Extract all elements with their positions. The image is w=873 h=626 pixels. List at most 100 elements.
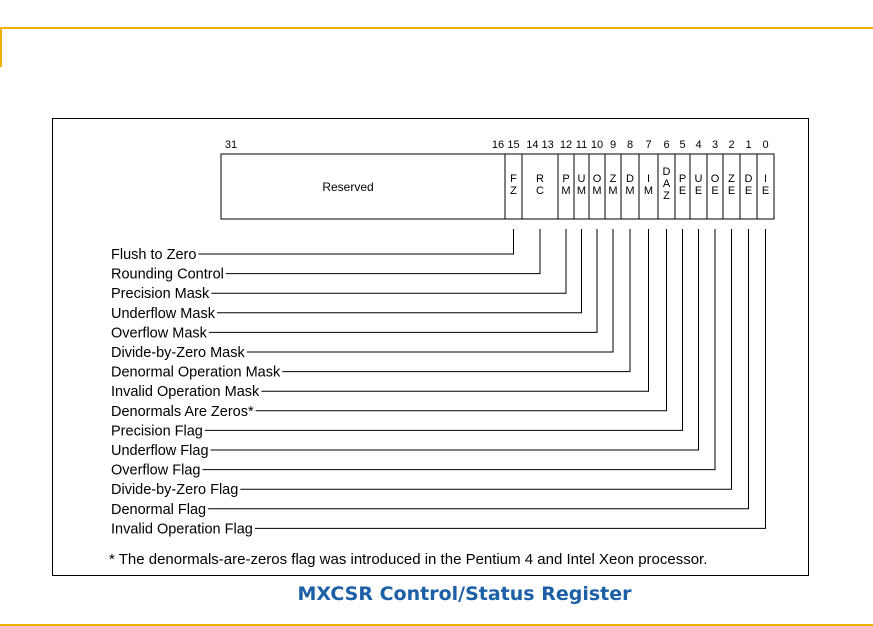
field-abbreviation: E xyxy=(695,185,702,197)
field-abbreviation: D xyxy=(745,173,753,185)
field-abbreviation: A xyxy=(663,178,671,190)
field-label-row: Flush to Zero xyxy=(111,229,514,263)
register-field: 5PE xyxy=(674,139,691,220)
leader-line xyxy=(216,229,582,314)
field-label-row: Invalid Operation Flag xyxy=(111,229,766,537)
bit-number: 1 xyxy=(745,139,751,151)
figure-caption: MXCSR Control/Status Register xyxy=(297,583,632,605)
register-field: 0IE xyxy=(756,139,775,220)
field-abbreviation: U xyxy=(695,173,703,185)
leader-line xyxy=(225,229,541,275)
field-abbreviation: M xyxy=(577,185,586,197)
field-abbreviation: E xyxy=(762,185,769,197)
leader-line xyxy=(208,229,749,510)
field-abbreviation: I xyxy=(647,173,650,185)
field-label-row: Underflow Mask xyxy=(111,229,582,322)
field-abbreviation: M xyxy=(592,185,601,197)
field-label-row: Underflow Flag xyxy=(111,229,699,459)
register-field: 1DE xyxy=(739,139,758,220)
register-field: 2ZE xyxy=(722,139,741,220)
slide-top-rule xyxy=(0,27,873,29)
field-abbreviation: M xyxy=(561,185,570,197)
field-abbreviation: R xyxy=(536,173,544,185)
field-label: Denormals Are Zeros* xyxy=(111,404,254,420)
leader-line xyxy=(210,229,699,451)
reserved-high-bit-number: 31 xyxy=(225,139,237,151)
field-abbreviation: Z xyxy=(728,173,735,185)
field-label: Flush to Zero xyxy=(111,247,196,263)
field-label-row: Overflow Flag xyxy=(111,229,716,479)
field-label-row: Divide-by-Zero Flag xyxy=(111,229,732,498)
leader-line xyxy=(282,229,631,373)
field-abbreviation: U xyxy=(578,173,586,185)
field-abbreviation: E xyxy=(745,185,752,197)
bit-number: 4 xyxy=(695,139,701,151)
field-abbreviation: P xyxy=(562,173,569,185)
bit-number: 9 xyxy=(610,139,616,151)
field-label-row: Precision Mask xyxy=(111,229,567,302)
reserved-low-bit-number: 16 xyxy=(492,139,504,151)
field-abbreviation: O xyxy=(711,173,720,185)
bit-number: 2 xyxy=(728,139,734,151)
register-field: 9ZM xyxy=(604,139,622,220)
bit-number: 7 xyxy=(645,139,651,151)
leader-line xyxy=(261,229,649,392)
bit-number: 10 xyxy=(591,139,603,151)
field-label: Divide-by-Zero Flag xyxy=(111,482,238,498)
field-label: Denormal Flag xyxy=(111,502,206,518)
field-label-row: Rounding Control xyxy=(111,229,541,283)
field-label-row: Denormal Operation Mask xyxy=(111,229,631,381)
bit-number: 14 13 xyxy=(526,139,554,151)
field-label: Invalid Operation Flag xyxy=(111,521,253,537)
leader-line xyxy=(211,229,567,294)
field-abbreviation: D xyxy=(663,166,671,178)
bit-number: 12 xyxy=(560,139,572,151)
field-abbreviation: O xyxy=(593,173,602,185)
field-abbreviation: M xyxy=(608,185,617,197)
field-abbreviation: E xyxy=(679,185,686,197)
register-field: 8DM xyxy=(620,139,640,220)
field-label-row: Invalid Operation Mask xyxy=(111,229,649,400)
slide-left-rule xyxy=(0,27,2,67)
field-label-row: Denormal Flag xyxy=(111,229,749,518)
register-field-box xyxy=(756,153,775,220)
leader-line xyxy=(202,229,716,471)
leader-line xyxy=(198,229,514,255)
field-abbreviation: Z xyxy=(610,173,617,185)
field-label: Overflow Mask xyxy=(111,325,208,341)
bit-number: 8 xyxy=(627,139,633,151)
leader-line xyxy=(255,229,667,412)
bit-number: 0 xyxy=(762,139,768,151)
field-abbreviation: E xyxy=(728,185,735,197)
register-field: 3OE xyxy=(706,139,724,220)
bit-number: 3 xyxy=(712,139,718,151)
bit-number: 15 xyxy=(507,139,519,151)
field-abbreviation: D xyxy=(626,173,634,185)
leader-line xyxy=(204,229,683,431)
field-label-row: Divide-by-Zero Mask xyxy=(111,229,614,361)
field-label: Precision Mask xyxy=(111,286,210,302)
field-label: Denormal Operation Mask xyxy=(111,365,281,381)
field-label: Underflow Flag xyxy=(111,443,209,459)
bit-number: 5 xyxy=(679,139,685,151)
field-label: Rounding Control xyxy=(111,267,224,283)
register-field: 7IM xyxy=(638,139,659,220)
footnote: * The denormals-are-zeros flag was intro… xyxy=(109,551,707,568)
reserved-field-label: Reserved xyxy=(322,180,373,194)
bit-number: 6 xyxy=(663,139,669,151)
slide-bottom-rule xyxy=(0,624,873,626)
field-label: Overflow Flag xyxy=(111,463,200,479)
field-abbreviation: Z xyxy=(663,190,670,202)
field-abbreviation: I xyxy=(764,173,767,185)
field-abbreviation: Z xyxy=(510,185,517,197)
field-abbreviation: F xyxy=(510,173,517,185)
register-field: 4UE xyxy=(689,139,708,220)
field-label-row: Overflow Mask xyxy=(111,229,598,341)
